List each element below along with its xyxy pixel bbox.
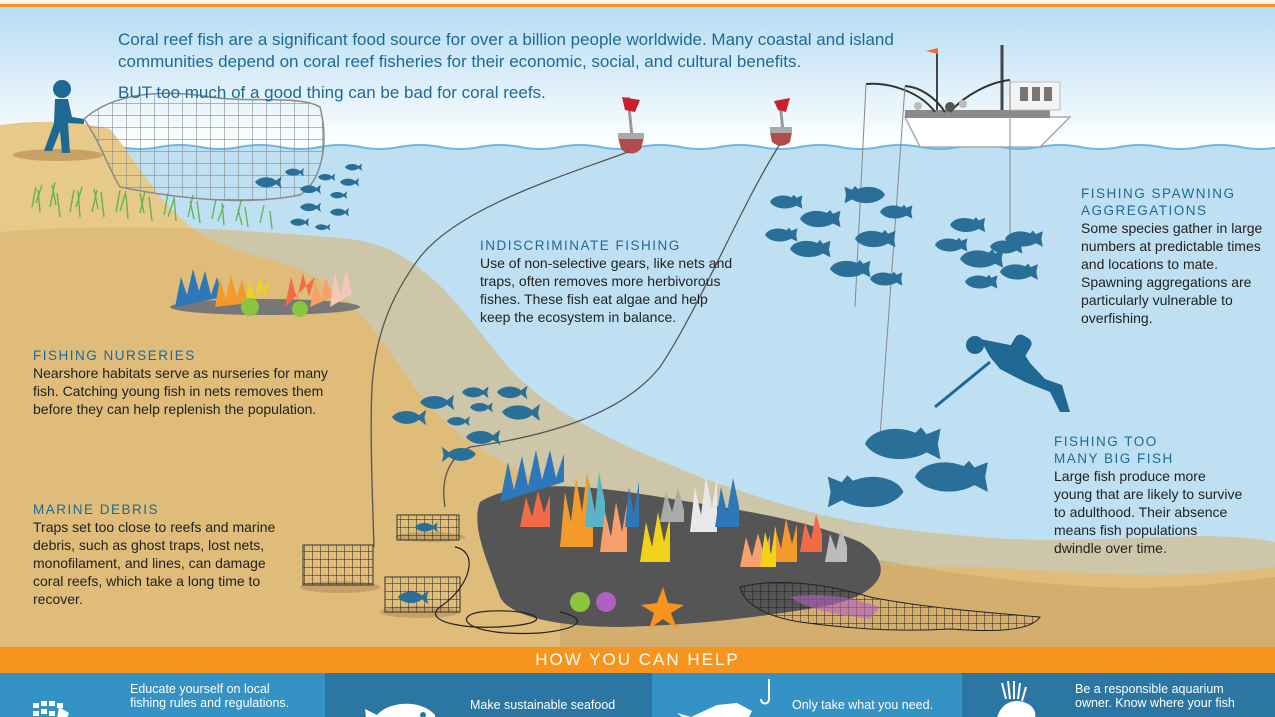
callout-body: Traps set too close to reefs and marine … <box>33 519 276 607</box>
orange-divider <box>0 4 1275 7</box>
help-tip-line2: owner. Know where your fish <box>1075 696 1235 710</box>
how-you-can-help-bar: HOW YOU CAN HELP <box>0 647 1275 673</box>
fish-icon <box>365 703 435 717</box>
callout-title: INDISCRIMINATE FISHING <box>480 238 681 253</box>
callout-too-many-big-fish: FISHING TOO MANY BIG FISH Large fish pro… <box>1054 433 1244 557</box>
intro-paragraph-2: BUT too much of a good thing can be bad … <box>118 83 546 102</box>
callout-title: FISHING NURSERIES <box>33 348 196 363</box>
help-tips-row: Educate yourself on local fishing rules … <box>0 673 1275 717</box>
help-tip-text: Educate yourself on local fishing rules … <box>130 682 289 710</box>
help-tip-sustainable-seafood: Make sustainable seafood <box>325 673 652 717</box>
help-tip-line1: Be a responsible aquarium <box>1075 682 1224 696</box>
help-tip-text: Only take what you need. <box>792 698 933 712</box>
help-tip-text: Be a responsible aquarium owner. Know wh… <box>1075 682 1235 710</box>
help-tip-line2: fishing rules and regulations. <box>130 696 290 710</box>
callout-marine-debris: MARINE DEBRIS Traps set too close to ree… <box>33 501 298 608</box>
callout-indiscriminate-fishing: INDISCRIMINATE FISHING Use of non-select… <box>480 237 740 326</box>
help-title: HOW YOU CAN HELP <box>535 650 740 669</box>
help-tip-line1: Make sustainable seafood <box>470 698 616 712</box>
fish-hook-icon <box>677 679 770 717</box>
callout-spawning-aggregations: FISHING SPAWNING AGGREGATIONS Some speci… <box>1081 185 1271 327</box>
help-tip-line1: Educate yourself on local <box>130 682 270 696</box>
intro-paragraph-1: Coral reef fish are a significant food s… <box>118 30 894 71</box>
callout-title-line1: FISHING TOO <box>1054 434 1158 449</box>
callout-body: Nearshore habitats serve as nurseries fo… <box>33 365 328 417</box>
callout-title-line2: MANY BIG FISH <box>1054 451 1174 466</box>
regulations-icon <box>33 701 69 717</box>
scene-art <box>0 7 1275 647</box>
help-tip-text: Make sustainable seafood <box>470 698 615 712</box>
intro-text: Coral reef fish are a significant food s… <box>118 29 918 113</box>
callout-title-line2: AGGREGATIONS <box>1081 203 1208 218</box>
callout-title: MARINE DEBRIS <box>33 502 160 517</box>
callout-fishing-nurseries: FISHING NURSERIES Nearshore habitats ser… <box>33 347 353 418</box>
lionfish-icon <box>997 680 1036 717</box>
top-strip <box>0 0 1275 5</box>
help-tip-aquarium-owner: Be a responsible aquarium owner. Know wh… <box>962 673 1275 717</box>
callout-body: Use of non-selective gears, like nets an… <box>480 255 733 325</box>
callout-body: Large fish produce more young that are l… <box>1054 468 1243 556</box>
reef-illustration: Coral reef fish are a significant food s… <box>0 7 1275 647</box>
callout-title-line1: FISHING SPAWNING <box>1081 186 1236 201</box>
help-tip-line1: Only take what you need. <box>792 698 934 712</box>
help-tip-regulations: Educate yourself on local fishing rules … <box>0 673 325 717</box>
help-tip-take-what-you-need: Only take what you need. <box>652 673 962 717</box>
callout-body: Some species gather in large numbers at … <box>1081 220 1263 326</box>
